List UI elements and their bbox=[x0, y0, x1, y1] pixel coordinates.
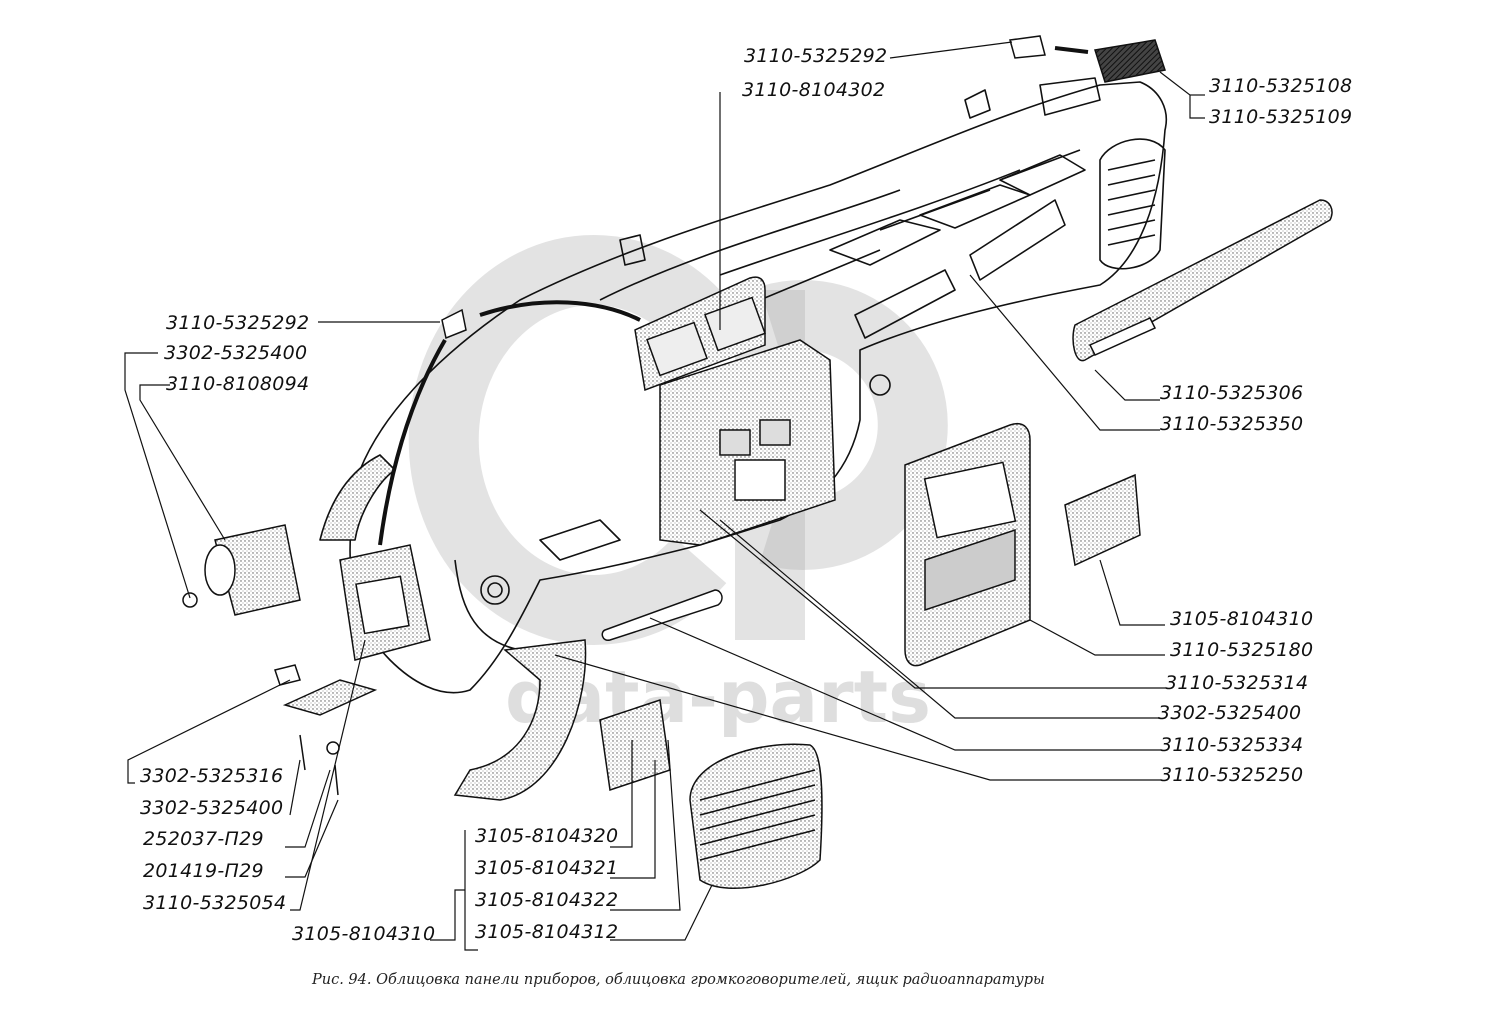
part-label: 3110-8104302 bbox=[742, 79, 886, 101]
nameplate-volga bbox=[1072, 199, 1333, 362]
part-label: 3110-5325292 bbox=[166, 312, 310, 334]
part-label: 3302-5325316 bbox=[140, 765, 284, 787]
speaker-grille-hatched bbox=[1094, 39, 1166, 83]
part-label: 3110-5325350 bbox=[1160, 413, 1304, 435]
part-label: 3105-8104312 bbox=[475, 921, 619, 943]
figure-caption: Рис. 94. Облицовка панели приборов, обли… bbox=[312, 972, 1045, 988]
part-label: 3110-5325180 bbox=[1170, 639, 1314, 661]
part-label: 3302-5325400 bbox=[140, 797, 284, 819]
part-label: 3105-8104322 bbox=[475, 889, 619, 911]
part-label: 3110-5325314 bbox=[1165, 672, 1309, 694]
air-vent-small bbox=[1064, 473, 1141, 567]
trim-strip bbox=[601, 589, 723, 641]
part-label: 3105-8104320 bbox=[475, 825, 619, 847]
part-label: 3110-8108094 bbox=[166, 373, 310, 395]
part-label: 201419-П29 bbox=[143, 860, 264, 882]
bracket bbox=[599, 699, 671, 791]
part-label: 3302-5325400 bbox=[164, 342, 308, 364]
part-label: 3110-5325108 bbox=[1209, 75, 1353, 97]
part-label: 3110-5325054 bbox=[143, 892, 287, 914]
part-label: 3302-5325400 bbox=[1158, 702, 1302, 724]
part-label: 3105-8104310 bbox=[1170, 608, 1314, 630]
part-label: 252037-П29 bbox=[143, 828, 264, 850]
part-label: 3105-8104321 bbox=[475, 857, 619, 879]
part-label: 3110-5325250 bbox=[1160, 764, 1304, 786]
air-vent-large bbox=[689, 743, 823, 889]
speaker-trim-lower bbox=[453, 639, 587, 801]
part-label: 3105-8104310 bbox=[292, 923, 436, 945]
part-label: 3110-5325334 bbox=[1160, 734, 1304, 756]
part-label: 3110-5325306 bbox=[1160, 382, 1304, 404]
dashboard-panel bbox=[349, 81, 1167, 694]
part-label: 3110-5325109 bbox=[1209, 106, 1353, 128]
part-label: 3110-5325292 bbox=[744, 45, 888, 67]
